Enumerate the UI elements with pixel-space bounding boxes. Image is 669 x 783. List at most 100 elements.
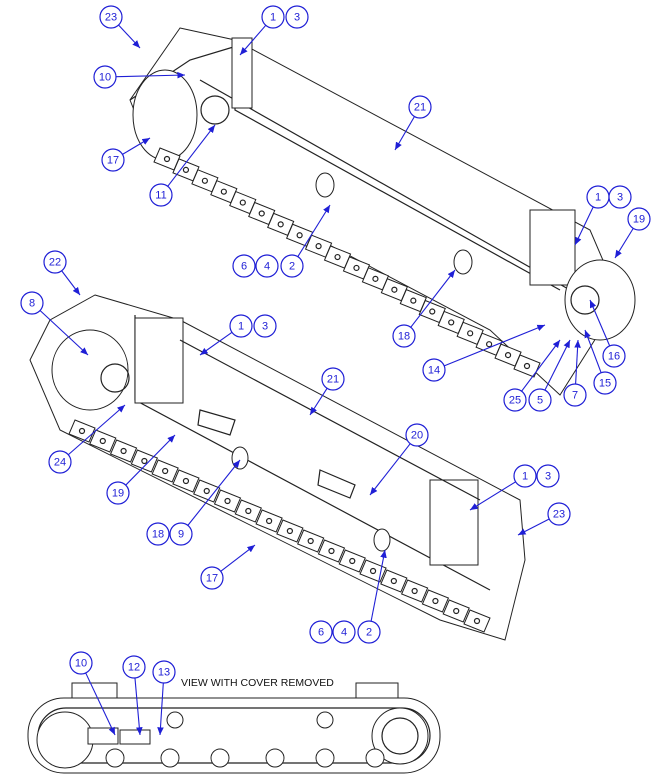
track-pad <box>513 354 541 378</box>
carrier-roller <box>166 711 184 729</box>
balloon-number: 17 <box>107 155 119 167</box>
track-pad <box>317 539 346 563</box>
item-balloon: 6 <box>309 620 333 644</box>
leader-line <box>125 434 176 486</box>
leader-line <box>309 387 328 416</box>
leader-line <box>199 331 233 356</box>
balloon-number: 23 <box>553 509 565 521</box>
balloon-number: 3 <box>617 192 623 204</box>
leader-line <box>39 310 89 356</box>
track-pad <box>130 449 159 473</box>
track-pad <box>442 599 470 623</box>
upper-track-assembly <box>129 27 636 396</box>
item-balloon: 14 <box>422 358 446 382</box>
balloon-number: 7 <box>572 390 578 402</box>
item-balloon: 23 <box>547 502 571 526</box>
balloon-number: 5 <box>537 395 543 407</box>
leader-line <box>297 204 331 257</box>
balloon-number: 22 <box>49 257 61 269</box>
item-balloon: 10 <box>93 65 117 89</box>
item-balloon: 21 <box>321 367 345 391</box>
leader-line <box>370 549 387 622</box>
leader-line <box>115 71 186 79</box>
balloon-number: 9 <box>178 529 184 541</box>
track-pad <box>172 469 200 493</box>
leader-line <box>443 324 546 367</box>
leader-line <box>517 518 550 536</box>
item-balloon: 15 <box>593 371 617 395</box>
item-balloon: 3 <box>608 185 632 209</box>
item-balloon: 19 <box>627 207 651 231</box>
balloon-number: 10 <box>99 72 111 84</box>
item-balloon: 1 <box>229 314 253 338</box>
track-roller <box>315 748 335 768</box>
balloon-number: 14 <box>428 365 440 377</box>
balloon-number: 16 <box>608 351 620 363</box>
item-balloon: 2 <box>280 254 304 278</box>
item-balloon: 11 <box>149 183 173 207</box>
item-balloon: 2 <box>357 620 381 644</box>
item-balloon: 16 <box>602 344 626 368</box>
balloon-number: 4 <box>341 627 347 639</box>
track-pad <box>380 569 408 593</box>
item-balloon: 18 <box>392 324 416 348</box>
balloon-number: 21 <box>414 102 426 114</box>
track-pad <box>421 589 450 613</box>
side-view-cover-removed: VIEW WITH COVER REMOVED <box>27 677 441 774</box>
track-pad <box>276 519 304 543</box>
track-pad <box>400 579 429 603</box>
lower-track-assembly <box>29 294 526 641</box>
leader-line <box>134 677 143 736</box>
track-pad <box>297 529 325 553</box>
balloon-number: 3 <box>294 12 300 24</box>
balloon-number: 13 <box>158 667 170 679</box>
item-balloon: 3 <box>536 464 560 488</box>
balloon-number: 21 <box>327 374 339 386</box>
balloon-number: 1 <box>270 12 276 24</box>
track-roller <box>210 748 230 768</box>
leader-line <box>61 270 81 296</box>
leader-line <box>220 544 256 572</box>
item-balloon: 7 <box>563 383 587 407</box>
track-pad <box>463 609 491 633</box>
balloon-number: 2 <box>366 627 372 639</box>
track-pad <box>213 489 242 513</box>
leader-line <box>574 206 594 246</box>
item-balloon: 19 <box>106 481 130 505</box>
item-balloon: 1 <box>513 464 537 488</box>
track-pad <box>255 509 283 533</box>
balloon-number: 3 <box>545 471 551 483</box>
leader-line <box>122 137 151 155</box>
balloon-number: 3 <box>262 321 268 333</box>
balloon-number: 4 <box>264 261 270 273</box>
balloon-number: 1 <box>238 321 244 333</box>
leader-line <box>187 459 241 526</box>
track-roller <box>160 748 180 768</box>
balloon-number: 2 <box>289 261 295 273</box>
balloon-number: 19 <box>112 488 124 500</box>
item-balloon: 21 <box>408 95 432 119</box>
track-pad <box>151 459 179 483</box>
leader-line <box>369 443 411 496</box>
item-balloon: 9 <box>169 522 193 546</box>
balloon-number: 17 <box>206 573 218 585</box>
item-balloon: 4 <box>255 254 279 278</box>
track-roller <box>365 748 385 768</box>
item-balloon: 25 <box>503 388 527 412</box>
track-pad <box>193 479 221 503</box>
item-balloon: 20 <box>405 423 429 447</box>
leader-line <box>584 329 602 373</box>
leader-line <box>157 682 164 736</box>
leader-line <box>521 339 561 392</box>
leader-line <box>394 116 415 151</box>
track-pad <box>89 429 117 453</box>
item-balloon: 17 <box>101 148 125 172</box>
balloon-number: 25 <box>509 395 521 407</box>
track-pad <box>338 549 366 573</box>
balloon-number: 11 <box>155 190 166 202</box>
balloon-number: 12 <box>128 662 140 674</box>
leader-line <box>118 24 141 49</box>
item-balloon: 3 <box>253 314 277 338</box>
